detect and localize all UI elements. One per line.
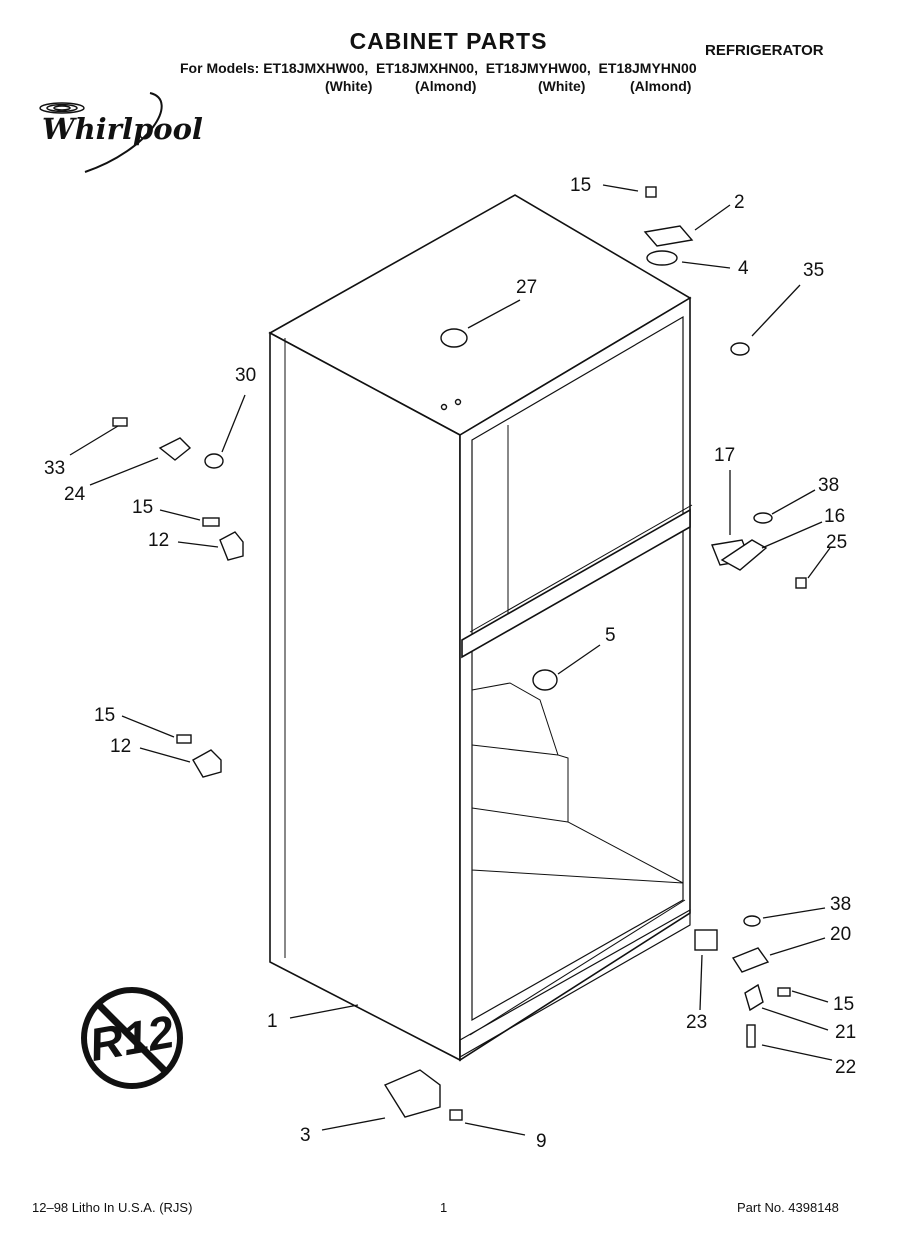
callout-15-left-upper: 15 <box>132 497 153 518</box>
callout-24: 24 <box>64 484 86 505</box>
callout-labels: 15 2 4 35 27 30 33 24 15 12 17 38 16 25 … <box>44 175 856 1152</box>
callout-5: 5 <box>605 625 616 646</box>
page-title: CABINET PARTS <box>349 28 548 54</box>
callout-22: 22 <box>835 1057 856 1078</box>
callout-25: 25 <box>826 532 847 553</box>
whirlpool-logo-swirl <box>39 92 163 173</box>
callout-3: 3 <box>300 1125 311 1146</box>
callout-20: 20 <box>830 924 851 945</box>
models-line: For Models: ET18JMXHW00, ET18JMXHN00, ET… <box>180 60 697 76</box>
footer-page-number: 1 <box>440 1200 448 1215</box>
footer-litho: 12–98 Litho In U.S.A. (RJS) <box>32 1200 193 1215</box>
callout-33: 33 <box>44 458 65 479</box>
part-shapes <box>112 186 807 1121</box>
callout-15-right: 15 <box>833 994 854 1015</box>
model-variant-4: (Almond) <box>630 78 692 94</box>
callout-17: 17 <box>714 445 735 466</box>
callout-27: 27 <box>516 277 537 298</box>
callout-23: 23 <box>686 1012 707 1033</box>
callout-38-lower: 38 <box>830 894 851 915</box>
callout-35: 35 <box>803 260 824 281</box>
callout-38-upper: 38 <box>818 475 839 496</box>
callout-15-left-lower: 15 <box>94 705 115 726</box>
callout-9: 9 <box>536 1131 547 1152</box>
callout-12-left-upper: 12 <box>148 530 169 551</box>
callout-1: 1 <box>267 1011 278 1032</box>
callout-12-left-lower: 12 <box>110 736 131 757</box>
no-r12-badge: R12 <box>81 987 183 1089</box>
callout-2: 2 <box>734 192 745 213</box>
callout-15: 15 <box>570 175 591 196</box>
document-type: REFRIGERATOR <box>705 42 824 59</box>
callout-4: 4 <box>738 258 749 279</box>
callout-21: 21 <box>835 1022 856 1043</box>
callout-16: 16 <box>824 506 845 527</box>
model-variant-2: (Almond) <box>415 78 477 94</box>
model-variant-1: (White) <box>325 78 373 94</box>
model-variant-3: (White) <box>538 78 586 94</box>
refrigerator-cabinet <box>268 194 693 1062</box>
footer-part-number: Part No. 4398148 <box>737 1200 839 1215</box>
leader-lines <box>69 184 833 1136</box>
brand-logo-text: Whirlpool <box>42 112 203 146</box>
callout-30: 30 <box>235 365 256 386</box>
